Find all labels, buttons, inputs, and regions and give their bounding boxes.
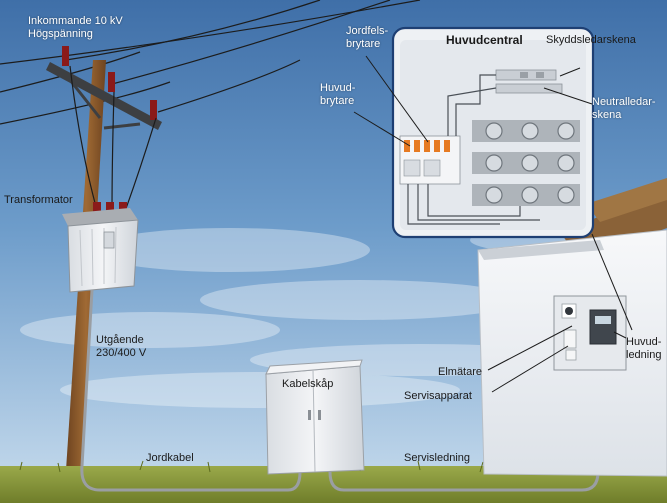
- pointer-lines: [353, 55, 627, 393]
- cable-cabinet: [265, 359, 365, 475]
- fuse-grid: [472, 120, 580, 206]
- label-main-central: Huvudcentral: [446, 33, 523, 47]
- label-rcd: Jordfels- brytare: [346, 25, 389, 50]
- main-central-callout: [391, 26, 595, 239]
- label-meter: Elmätare: [438, 366, 483, 378]
- label-service-device: Servisapparat: [404, 390, 472, 402]
- label-service-line: Servisledning: [404, 452, 471, 464]
- label-ground-cable: Jordkabel: [146, 452, 194, 464]
- transformer: [62, 202, 139, 293]
- cable-on-ground: [80, 465, 600, 492]
- label-main-line: Huvud- ledning: [626, 336, 662, 361]
- service-box: [553, 295, 627, 371]
- label-neutral-bar: Neutralledar- skena: [592, 96, 656, 121]
- label-outgoing: Utgående 230/400 V: [96, 334, 147, 359]
- panel-wiring: [407, 74, 540, 225]
- label-cable-cabinet: Kabelskåp: [282, 378, 334, 390]
- label-transformer: Transformator: [4, 194, 73, 206]
- label-main-switch: Huvud- brytare: [320, 82, 356, 107]
- callout-leader: [591, 233, 633, 331]
- breaker-row: [399, 135, 461, 185]
- label-incoming: Inkommande 10 kV Högspänning: [28, 15, 123, 40]
- label-protective-bar: Skyddsledarskena: [546, 34, 636, 46]
